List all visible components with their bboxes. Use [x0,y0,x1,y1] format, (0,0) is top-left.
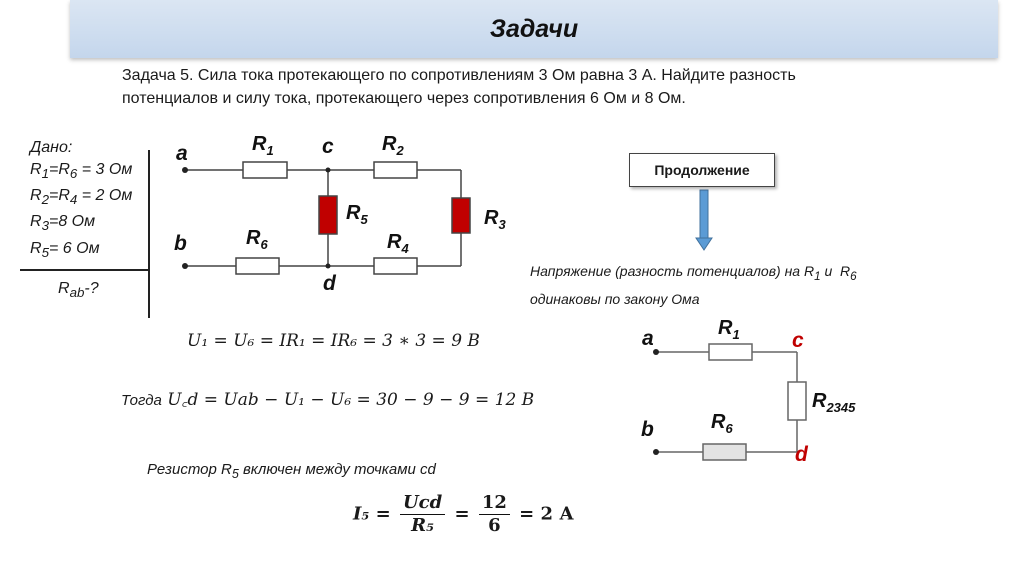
equation-u1: U₁ = U₆ = IR₁ = IR₆ = 3 ∗ 3 = 9 В [187,331,480,351]
node-b-dot [182,263,188,269]
resistor-r1 [242,161,288,179]
node-a-label: a [176,142,188,165]
task-statement: Задача 5. Сила тока протекающего по сопр… [122,64,952,110]
small-node-a-dot [653,349,659,355]
given-line-2: R2=R4 = 2 Ом [30,187,133,208]
label-r6: R6 [246,227,268,252]
given-label: Дано: [30,139,73,156]
node-c-dot [325,167,331,173]
resistor-r2 [373,161,418,179]
title-bar: Задачи [70,0,998,58]
i5-result: 2 А [540,503,574,525]
small-node-b-dot [653,449,659,455]
i5-lhs: I₅ [353,503,370,525]
node-c-label: c [322,135,334,158]
label-r5: R5 [346,202,368,227]
node-b-label: b [174,232,187,255]
label-r1: R1 [252,133,274,158]
small-node-a-label: a [642,327,654,350]
given-divider-horizontal [20,269,150,271]
small-resistor-r1 [708,343,753,361]
equation-i5: I₅ = Ucd R₅ = 12 6 = 2 А [353,492,574,537]
small-circuit [656,351,798,453]
resistor-r6 [235,257,280,275]
given-line-4: R5= 6 Ом [30,239,100,260]
given-line-1: R1=R6 = 3 Ом [30,161,133,182]
r5-note: Резистор R5 включен между точками cd [147,461,436,481]
small-resistor-r6 [702,443,747,461]
given-find: Rab-? [58,280,99,301]
ohm-note-line-2: одинаковы по закону Ома [530,290,700,307]
ohm-note-line-1: Напряжение (разность потенциалов) на R1 … [530,263,857,283]
ohm-note: Напряжение (разность потенциалов) на R1 … [530,260,960,310]
fraction-numerator: Ucd [399,492,446,515]
resistor-r5 [318,195,338,235]
resistor-r3 [451,197,471,234]
small-node-d-label: d [795,443,809,466]
node-d-dot [325,263,331,269]
small-label-r6: R6 [711,411,733,436]
fraction-12-6: 12 6 [478,492,510,537]
small-label-r1: R1 [718,317,740,342]
label-r2: R2 [382,133,404,158]
label-r3: R3 [484,207,506,232]
given-line-3: R3=8 Ом [30,213,96,234]
label-r4: R4 [387,231,409,256]
small-label-r2345: R2345 [812,390,856,415]
fraction-numerator-2: 12 [478,492,510,515]
equation-ucd-body: U꜀d = Uab − U₁ − U₆ = 30 − 9 − 9 = 12 В [167,390,535,410]
resistor-r4 [373,257,418,275]
task-line-1: Задача 5. Сила тока протекающего по сопр… [122,67,796,84]
continue-button[interactable]: Продолжение [629,153,775,187]
fraction-ucd-r5: Ucd R₅ [399,492,446,537]
small-resistor-r2345 [787,381,807,421]
node-d-label: d [323,272,337,295]
given-divider-vertical [148,150,150,318]
equation-ucd: Тогда U꜀d = Uab − U₁ − U₆ = 30 − 9 − 9 =… [121,387,534,410]
page-title: Задачи [489,15,579,43]
down-arrow-icon [695,189,713,251]
then-label: Тогда [121,392,162,409]
task-line-2: потенциалов и силу тока, протекающего че… [122,90,686,107]
fraction-denominator: R₅ [411,515,434,536]
fraction-denominator-2: 6 [488,515,501,536]
small-node-c-label: c [792,329,804,352]
given-block: Дано: R1=R6 = 3 Ом R2=R4 = 2 Ом R3=8 Ом … [30,137,132,264]
node-a-dot [182,167,188,173]
small-node-b-label: b [641,418,654,441]
